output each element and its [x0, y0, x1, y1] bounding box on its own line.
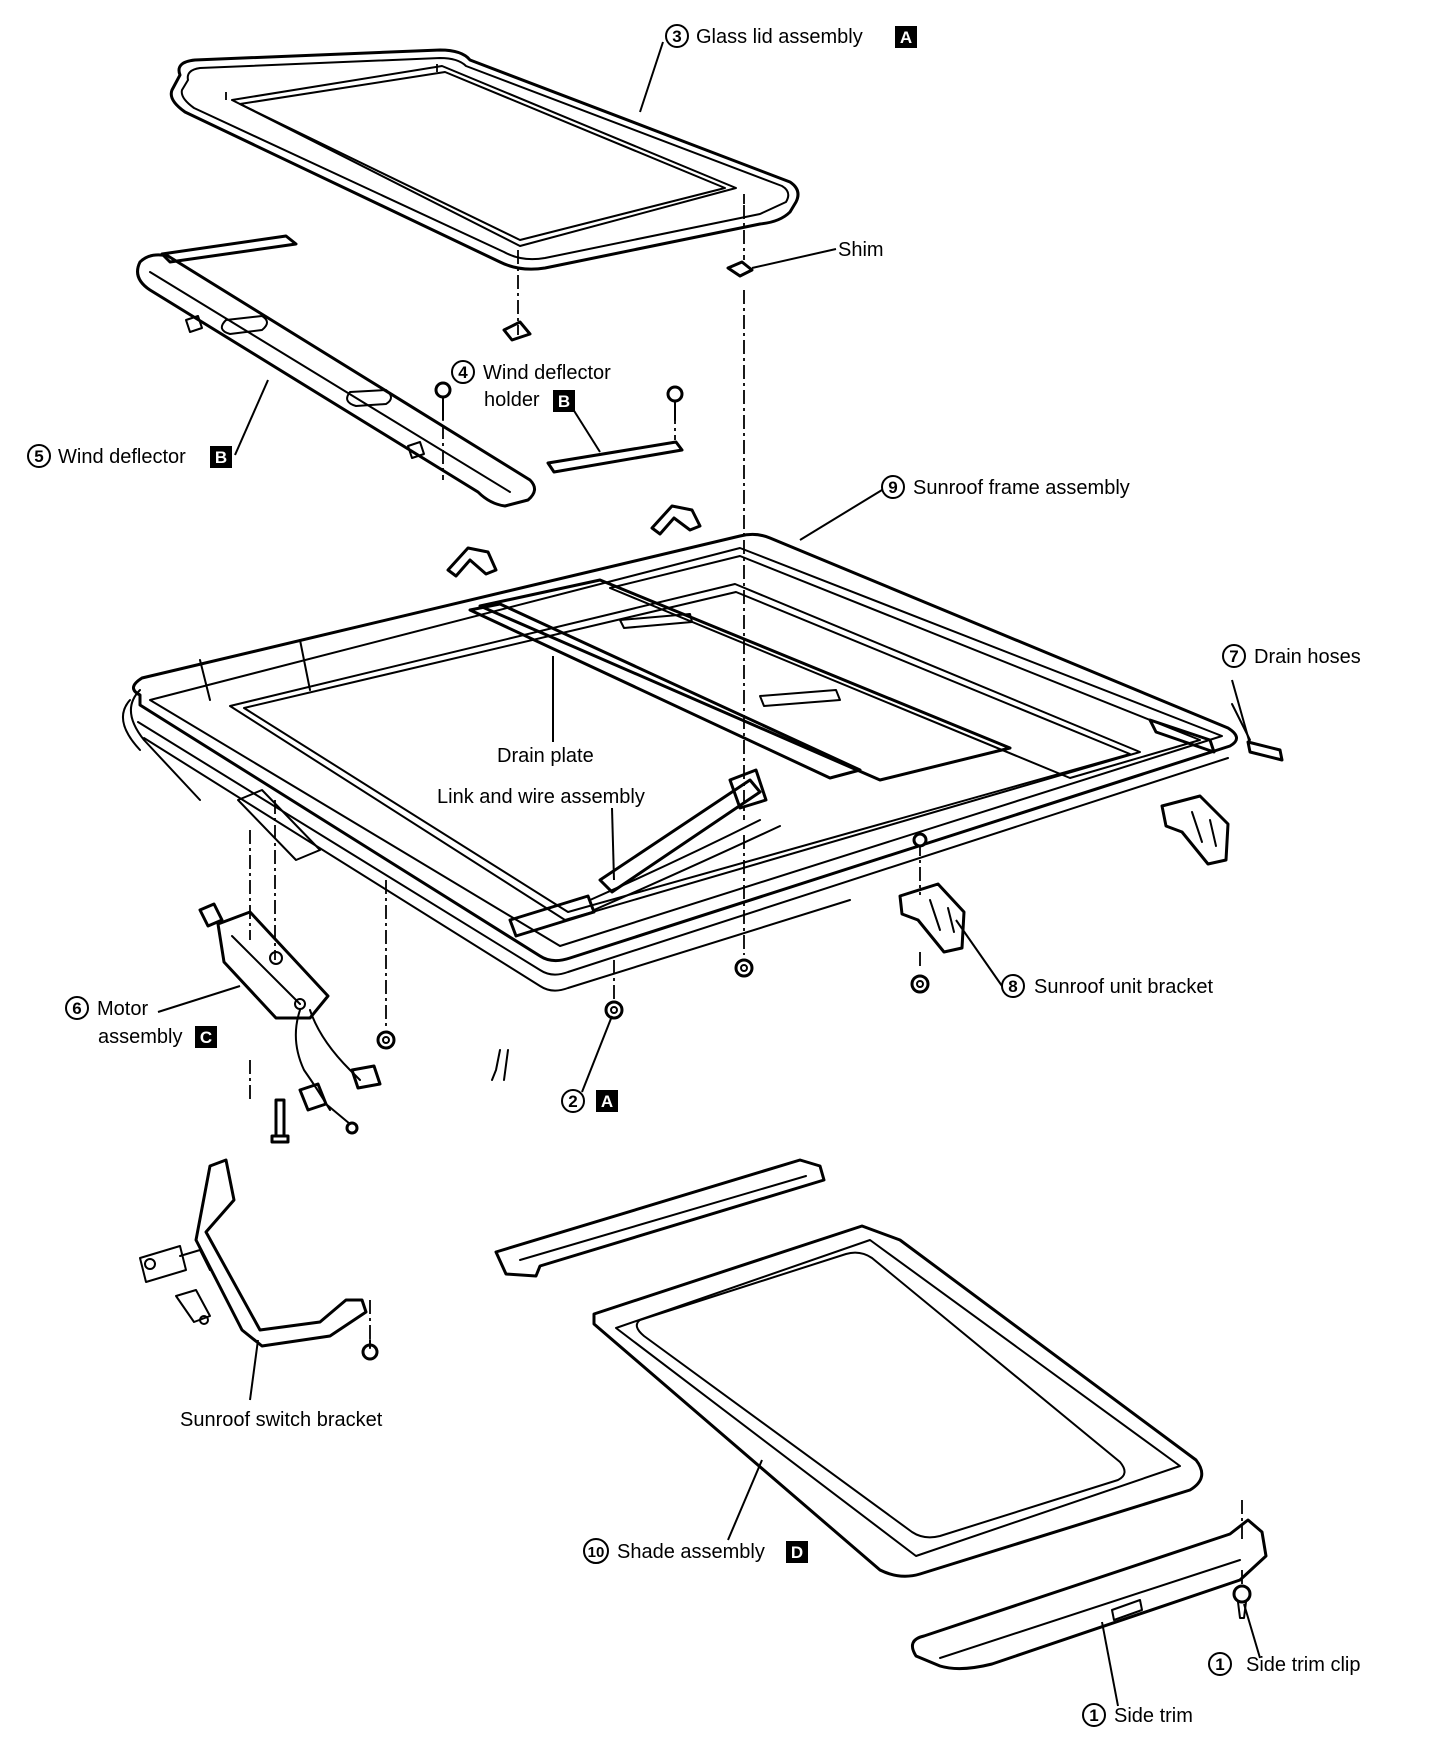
callout-number: 2 [568, 1092, 577, 1111]
callout-badge [895, 26, 917, 48]
callout-number: 6 [72, 999, 81, 1018]
callout-label-line2: holder [484, 389, 540, 411]
frame-bracket-small [446, 504, 702, 578]
callout-label: Wind deflector [483, 362, 611, 384]
callout-badge-letter: C [200, 1028, 212, 1047]
callout-label: Sunroof frame assembly [913, 477, 1130, 499]
callout-number-circle [583, 1538, 609, 1564]
motor-assembly-part [198, 902, 382, 1144]
callout-number-circle [665, 24, 689, 48]
callout-number-circle [1208, 1652, 1232, 1676]
shim-part [502, 260, 754, 342]
callout-number-circle [65, 996, 89, 1020]
callout-switch-bracket: Sunroof switch bracket [180, 1409, 383, 1431]
callout-motor: 6 Motor assembly C [65, 996, 217, 1048]
callout-number: 7 [1229, 647, 1238, 666]
callout-label: Link and wire assembly [437, 786, 645, 808]
callout-number: 8 [1008, 977, 1017, 996]
callout-number-circle [881, 475, 905, 499]
nut [912, 832, 928, 848]
nut [604, 1000, 624, 1020]
callout-label: Drain hoses [1254, 646, 1361, 668]
callout-label: Sunroof switch bracket [180, 1409, 383, 1431]
switch-bracket-part [139, 1158, 379, 1361]
callout-side-trim: 1 Side trim [1082, 1703, 1193, 1727]
nut [734, 958, 754, 978]
callout-number: 9 [888, 478, 897, 497]
callout-badge-letter: A [900, 28, 912, 47]
callout-wind-deflector-holder: 4 Wind deflector holder B [451, 360, 611, 412]
callout-badge [553, 390, 575, 412]
callout-number: 5 [34, 447, 43, 466]
callout-glass-lid: 3 Glass lid assembly A [665, 24, 917, 48]
side-trim-part [910, 1500, 1268, 1671]
sunroof-unit-bracket-part [898, 794, 1230, 970]
callout-badge-letter: B [558, 392, 570, 411]
callout-side-trim-clip: 1 Side trim clip [1208, 1652, 1360, 1676]
drain-hose-part [1231, 703, 1284, 762]
callout-link-wire: Link and wire assembly [437, 786, 645, 808]
callout-label: Drain plate [497, 745, 594, 767]
callout-number: 1 [1215, 1655, 1224, 1674]
callout-badge-letter: D [791, 1543, 803, 1562]
callout-badge-letter: A [601, 1092, 613, 1111]
wind-deflector-part [136, 234, 536, 508]
callout-drain-plate: Drain plate [497, 745, 594, 767]
callout-number: 1 [1089, 1706, 1098, 1725]
glass-lid-assembly [169, 48, 800, 271]
callout-label: Shade assembly [617, 1541, 765, 1563]
callout-badge [195, 1026, 217, 1048]
nut [910, 974, 930, 994]
wind-deflector-holder-part [434, 381, 684, 474]
callout-number: 3 [672, 27, 681, 46]
callout-badge [596, 1090, 618, 1112]
callout-number-circle [1082, 1703, 1106, 1727]
callout-number-circle [27, 444, 51, 468]
callout-drain-hoses: 7 Drain hoses [1222, 644, 1361, 668]
callout-label: Wind deflector [58, 446, 186, 468]
callout-label: Sunroof unit bracket [1034, 976, 1213, 998]
callout-shade: 10 Shade assembly D [583, 1538, 808, 1564]
callout-sunroof-unit-bracket: 8 Sunroof unit bracket [1001, 974, 1213, 998]
callout-label: Shim [838, 239, 884, 261]
sunroof-frame-part [121, 532, 1238, 992]
callout-shim: Shim [838, 239, 884, 261]
callout-label: Motor [97, 998, 148, 1020]
callout-label-line2: assembly [98, 1026, 182, 1048]
callout-number-circle [1222, 644, 1246, 668]
callout-sunroof-frame: 9 Sunroof frame assembly [881, 475, 1130, 499]
callout-badge [210, 446, 232, 468]
callout-wind-deflector: 5 Wind deflector B [27, 444, 232, 468]
callout-number-circle [561, 1089, 585, 1113]
callout-number-circle [451, 360, 475, 384]
callout-label: Side trim clip [1246, 1654, 1360, 1676]
leader-lines [157, 41, 1261, 1707]
nut-bolt-parts [249, 800, 930, 1100]
callout-badge-letter: B [215, 448, 227, 467]
nut [376, 1030, 396, 1050]
shade-assembly-part [494, 1158, 1204, 1578]
callout-badge [786, 1541, 808, 1563]
callout-label: Side trim [1114, 1705, 1193, 1727]
callout-label: Glass lid assembly [696, 26, 863, 48]
callout-number: 10 [588, 1544, 605, 1561]
callout-number: 4 [458, 363, 468, 382]
callout-number-circle [1001, 974, 1025, 998]
callout-nut: 2 A [561, 1089, 618, 1113]
link-wire-part [237, 768, 781, 911]
